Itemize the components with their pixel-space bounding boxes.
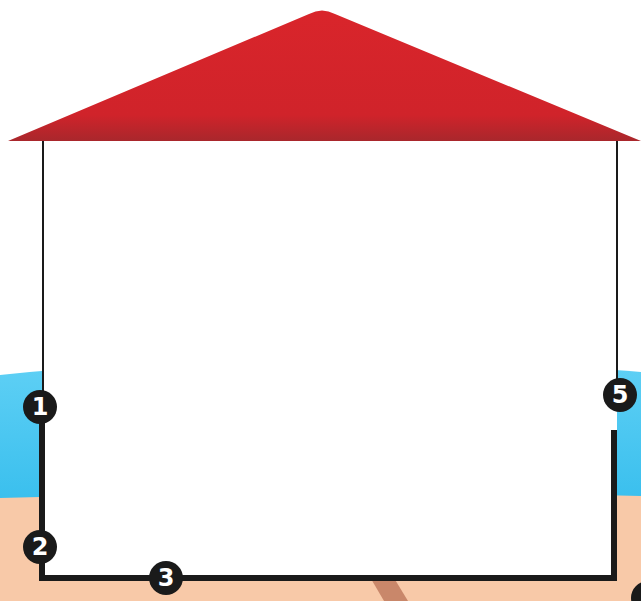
callout-number: 1 [23, 390, 57, 424]
wall-outline [42, 141, 44, 410]
callout-circle-partial [631, 581, 641, 601]
callout-number: 3 [149, 561, 183, 595]
roof [8, 11, 641, 142]
measured-path [42, 410, 614, 578]
callout-number: 2 [23, 530, 57, 564]
callout-number: 5 [603, 378, 637, 412]
house-wall [43, 138, 617, 578]
wall-outline [616, 141, 618, 400]
